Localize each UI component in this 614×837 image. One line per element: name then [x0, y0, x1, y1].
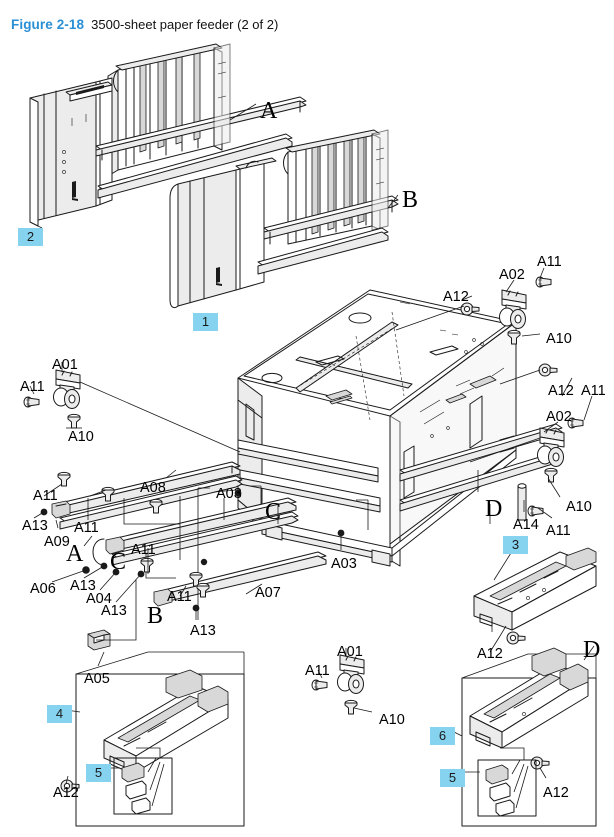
- screw-part: [311, 679, 328, 691]
- tray-assembly-upper-right: [169, 129, 399, 309]
- knurled-nut-part: [506, 631, 526, 645]
- section-letter-c: C: [110, 549, 127, 575]
- section-letter-b: B: [402, 187, 419, 213]
- item-callout-3[interactable]: 3: [503, 536, 528, 554]
- screw-part: [535, 276, 552, 288]
- section-letter-d: D: [583, 637, 601, 663]
- figure-title: Figure 2-18 3500-sheet paper feeder (2 of…: [11, 16, 278, 34]
- caster-part: [53, 369, 81, 409]
- part-label-a03: A03: [331, 556, 357, 572]
- caster-part: [537, 427, 565, 467]
- part-label-a12: A12: [548, 383, 574, 399]
- part-label-a11: A11: [74, 520, 99, 536]
- part-label-a11: A11: [537, 254, 562, 270]
- knurled-nut-part: [538, 363, 558, 377]
- item-callout-4[interactable]: 4: [47, 705, 72, 723]
- part-label-a13: A13: [190, 623, 216, 639]
- leader-A-top: [229, 103, 257, 121]
- part-label-a14: A14: [513, 517, 539, 533]
- leader-B-top: [387, 194, 399, 209]
- part-label-a11: A11: [33, 488, 58, 504]
- caster-part: [337, 654, 365, 694]
- figure-number: Figure 2-18: [11, 17, 85, 32]
- item-callout-5[interactable]: 5: [86, 764, 111, 782]
- screw-part: [527, 505, 544, 517]
- part-label-a11: A11: [167, 589, 192, 605]
- part-label-a09: A09: [44, 534, 70, 550]
- part-label-a03: A03: [216, 486, 242, 502]
- tray-assembly-upper-left: [29, 43, 307, 235]
- part-label-a07: A07: [255, 585, 281, 601]
- item-callout-5[interactable]: 5: [440, 769, 465, 787]
- part-label-a11: A11: [20, 379, 45, 395]
- bolt-part: [544, 467, 558, 483]
- bolt-part: [344, 699, 358, 715]
- section-letter-a: A: [260, 98, 278, 124]
- part-label-a12: A12: [53, 785, 79, 801]
- bolt-part: [67, 413, 81, 429]
- part-label-a02: A02: [546, 409, 572, 425]
- caster-part: [499, 289, 527, 329]
- item-callout-6[interactable]: 6: [430, 727, 455, 745]
- part-label-a13: A13: [22, 518, 48, 534]
- screw-part: [23, 396, 40, 408]
- part-label-a08: A08: [140, 480, 166, 496]
- part-label-a10: A10: [566, 499, 592, 515]
- part-label-a11: A11: [131, 542, 156, 558]
- part-label-a12: A12: [543, 785, 569, 801]
- part-label-a01: A01: [52, 357, 78, 373]
- assembly-item-4: [75, 651, 245, 827]
- part-label-a06: A06: [30, 581, 56, 597]
- part-label-a10: A10: [379, 712, 405, 728]
- part-label-a10: A10: [546, 331, 572, 347]
- main-chassis: [234, 289, 563, 567]
- part-label-a05: A05: [84, 671, 110, 687]
- section-letter-d: D: [485, 496, 503, 522]
- item-callout-1[interactable]: 1: [193, 313, 218, 331]
- part-label-a12: A12: [443, 289, 469, 305]
- pin-part: [517, 485, 527, 521]
- leader-lines: [29, 267, 595, 785]
- knurled-nut-part: [530, 756, 550, 770]
- part-label-a13: A13: [101, 603, 127, 619]
- part-label-a01: A01: [337, 644, 363, 660]
- part-label-a04: A04: [86, 591, 112, 607]
- assembly-item-3: [473, 547, 597, 632]
- section-letter-b: B: [147, 603, 164, 629]
- part-label-a10: A10: [68, 429, 94, 445]
- assembly-item-6: [461, 647, 597, 827]
- part-label-a13: A13: [70, 578, 96, 594]
- section-letter-c: C: [265, 499, 282, 525]
- figure-caption: 3500-sheet paper feeder (2 of 2): [91, 17, 279, 32]
- section-letter-a: A: [66, 541, 84, 567]
- part-label-a11: A11: [305, 663, 330, 679]
- item-callout-2[interactable]: 2: [18, 228, 43, 246]
- left-rail-assemblies: [40, 461, 327, 651]
- part-label-a11: A11: [581, 383, 606, 399]
- part-label-a02: A02: [499, 267, 525, 283]
- part-label-a11: A11: [546, 523, 571, 539]
- part-label-a12: A12: [477, 646, 503, 662]
